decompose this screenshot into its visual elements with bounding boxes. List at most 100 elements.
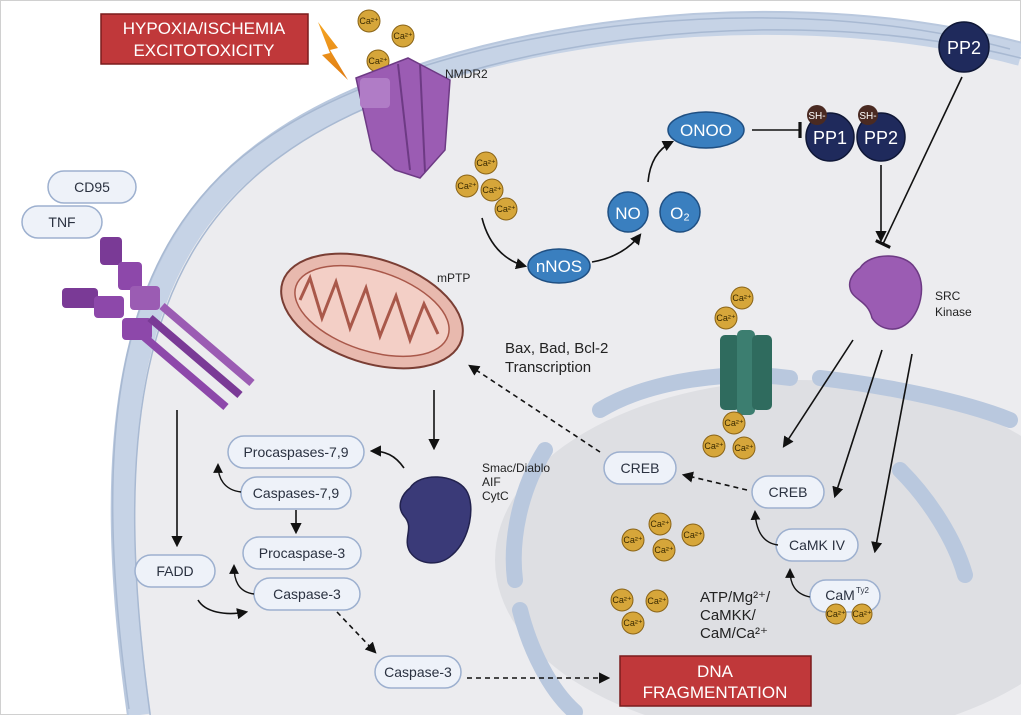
mptp-label: mPTP [437, 271, 470, 285]
calcium-ion: Ca²⁺ [359, 16, 379, 26]
pp2-top-label: PP2 [947, 38, 981, 58]
dna-fragmentation-banner: DNA FRAGMENTATION [619, 655, 812, 707]
smac-label-3: CytC [482, 489, 509, 503]
sh-label: SH- [859, 111, 876, 122]
caspase3-pill: Caspase-3 [253, 577, 361, 611]
onoo-node: ONOO [667, 111, 745, 149]
procaspase3-pill: Procaspase-3 [242, 536, 362, 570]
bax-label-2: Transcription [505, 359, 591, 376]
pp2-top-node: PP2 [938, 21, 990, 73]
calcium-ion: Ca²⁺ [623, 618, 643, 628]
nmdr2-channel-icon [355, 57, 451, 179]
smac-label-1: Smac/Diablo [482, 461, 550, 475]
atp-label-1: ATP/Mg²⁺/ [700, 589, 771, 606]
calcium-ion: Ca²⁺ [647, 596, 667, 606]
arrow-cam-to-camk4 [785, 568, 811, 598]
cam-superscript: Ty2 [856, 586, 869, 595]
nnos-label: nNOS [536, 257, 582, 276]
calcium-group-nucleus-2: Ca²⁺ Ca²⁺ Ca²⁺ [610, 588, 669, 635]
arrow-creb-to-mito [468, 364, 601, 453]
calcium-ion: Ca²⁺ [623, 535, 643, 545]
no-node: NO [607, 191, 649, 233]
hypoxia-line1: HYPOXIA/ISCHEMIA [123, 19, 286, 38]
lightning-icon [318, 22, 348, 80]
sh-label: SH- [808, 111, 825, 122]
inhibit-pp2-src [875, 76, 963, 249]
nmdr2-label: NMDR2 [445, 67, 488, 81]
calcium-group-cam: Ca²⁺ Ca²⁺ [825, 603, 873, 625]
creb-outer-label: CREB [621, 460, 660, 476]
smac-label-2: AIF [482, 475, 501, 489]
arrow-fadd-to-caspase3 [197, 599, 249, 620]
arrow-src-to-cam [871, 353, 913, 554]
calcium-ion: Ca²⁺ [724, 418, 744, 428]
arrow-no-to-onoo [647, 140, 675, 183]
src-label-1: SRC [935, 289, 961, 303]
arrow-nnos-to-no [591, 233, 642, 263]
calcium-group-outside: Ca²⁺ Ca²⁺ Ca²⁺ [357, 9, 415, 73]
calcium-group-nmdr: Ca²⁺ Ca²⁺ Ca²⁺ Ca²⁺ [455, 151, 518, 221]
calcium-ion: Ca²⁺ [654, 545, 674, 555]
arrow-src-to-creb [832, 349, 883, 499]
calcium-ion: Ca²⁺ [732, 293, 752, 303]
arrow-caspase3-to-procaspase3 [229, 564, 255, 595]
mitochondrion-icon [280, 252, 464, 370]
caspase3b-label: Caspase-3 [384, 664, 452, 680]
tnf-label: TNF [48, 214, 75, 230]
hypoxia-line2: EXCITOTOXICITY [133, 41, 274, 60]
arrow-caspases79-to-procaspases [213, 463, 242, 493]
onoo-label: ONOO [680, 121, 732, 140]
calcium-ion: Ca²⁺ [482, 185, 502, 195]
arrow-ca-to-nnos [481, 217, 528, 270]
pp1-label: PP1 [813, 128, 847, 148]
cd95-label: CD95 [74, 179, 110, 195]
calcium-group-nucleus-1: Ca²⁺ Ca²⁺ Ca²⁺ Ca²⁺ [621, 512, 705, 562]
camk4-pill: CaMK IV [775, 528, 859, 562]
calcium-ion: Ca²⁺ [650, 519, 670, 529]
src-label-2: Kinase [935, 305, 972, 319]
calcium-ion: Ca²⁺ [457, 181, 477, 191]
fadd-pill: FADD [134, 554, 216, 588]
cd95-pill: CD95 [47, 170, 137, 204]
arrow-creb-inner-to-outer [681, 471, 748, 491]
o2-node: O₂ [659, 191, 701, 233]
arrow-smac-to-procaspases [369, 445, 405, 469]
calcium-ion: Ca²⁺ [704, 441, 724, 451]
procaspase3-label: Procaspase-3 [259, 545, 346, 561]
procaspases79-pill: Procaspases-7,9 [227, 435, 365, 469]
caspases79-label: Caspases-7,9 [253, 485, 340, 501]
death-receptor-icon [62, 237, 255, 411]
camk4-label: CaMK IV [789, 537, 846, 553]
cam-label: CaM [825, 587, 855, 603]
src-kinase-icon [848, 255, 923, 330]
nuclear-calcium-channel-icon [720, 330, 772, 415]
pp2-node: PP2 SH- [856, 105, 906, 162]
procaspases79-label: Procaspases-7,9 [243, 444, 348, 460]
calcium-ion: Ca²⁺ [496, 204, 516, 214]
arrow-src-to-channel [782, 339, 854, 448]
dna-line2: FRAGMENTATION [643, 683, 788, 702]
calcium-ion: Ca²⁺ [852, 609, 872, 619]
atp-label-3: CaM/Ca²⁺ [700, 625, 768, 642]
dna-line1: DNA [697, 662, 734, 681]
calcium-ion: Ca²⁺ [683, 530, 703, 540]
pp2-label: PP2 [864, 128, 898, 148]
calcium-ion: Ca²⁺ [734, 443, 754, 453]
calcium-ion: Ca²⁺ [716, 313, 736, 323]
bax-label-1: Bax, Bad, Bcl-2 [505, 340, 608, 357]
hypoxia-banner: HYPOXIA/ISCHEMIA EXCITOTOXICITY [100, 13, 309, 65]
arrow-caspase3-to-caspase3b [336, 611, 377, 654]
arrow-camk4-to-creb [750, 510, 779, 546]
calcium-group-channel: Ca²⁺ Ca²⁺ Ca²⁺ Ca²⁺ Ca²⁺ [702, 286, 756, 460]
pp1-node: PP1 SH- [805, 105, 855, 162]
o2-label: O₂ [670, 204, 690, 223]
calcium-ion: Ca²⁺ [476, 158, 496, 168]
nnos-node: nNOS [527, 248, 591, 284]
smac-protein-icon [399, 476, 472, 564]
creb-outer-pill: CREB [603, 451, 677, 485]
caspase3b-pill: Caspase-3 [374, 655, 462, 689]
calcium-ion: Ca²⁺ [826, 609, 846, 619]
caspases79-pill: Caspases-7,9 [240, 476, 352, 510]
